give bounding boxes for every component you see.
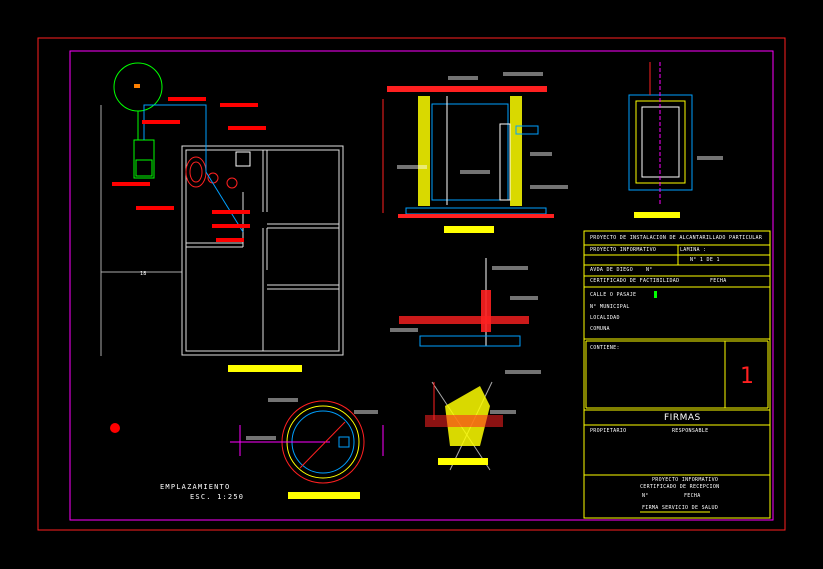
- site-plan-labels: [112, 97, 266, 242]
- sheet-number: N° 1 DE 1: [690, 257, 720, 263]
- project-footer: PROYECTO INFORMATIVO: [652, 477, 719, 483]
- outer-border: [37, 37, 786, 531]
- sheet-big-number: 1: [740, 364, 754, 389]
- contents-label: CONTIENE:: [590, 345, 620, 351]
- inspection-detail: [399, 258, 529, 471]
- inner-border: [69, 50, 774, 521]
- commune-label: COMUNA: [590, 326, 610, 332]
- date-field: FECHA: [684, 493, 701, 499]
- plan-title-bar: [634, 212, 680, 218]
- detail-title-bar: [438, 458, 488, 465]
- signatures-title: FIRMAS: [664, 413, 701, 423]
- tank-title-bar: [288, 492, 360, 499]
- site-plan-title-bar: [228, 365, 302, 372]
- municipal-label: N° MUNICIPAL: [590, 304, 630, 310]
- section-title-bar: [444, 226, 494, 233]
- certificate: CERTIFICADO DE FACTIBILIDAD: [590, 278, 680, 284]
- responsible-label: RESPONSABLE: [672, 428, 709, 434]
- site-plan-scale: ESC. 1:250: [190, 493, 245, 501]
- health-service-stamp: FIRMA SERVICIO DE SALUD: [642, 505, 719, 511]
- chamber-plan: [628, 62, 693, 205]
- number-label: N°: [646, 267, 653, 273]
- sheet-label: LAMINA :: [680, 247, 707, 253]
- owner-label: PROPIETARIO: [590, 428, 627, 434]
- number-field: N°: [642, 493, 649, 499]
- project-title: PROYECTO DE INSTALACION DE ALCANTARILLAD…: [590, 235, 763, 241]
- date-label: FECHA: [710, 278, 727, 284]
- project-footer-sub: CERTIFICADO DE RECEPCION: [640, 484, 720, 490]
- street-label: CALLE O PASAJE: [590, 292, 637, 298]
- site-plan-dimension: 18: [140, 271, 147, 277]
- avenue: AVDA DE DIEGO: [590, 267, 634, 273]
- project-type: PROYECTO INFORMATIVO: [590, 247, 657, 253]
- site-plan-title: EMPLAZAMIENTO: [160, 483, 231, 491]
- section-detail: [382, 86, 554, 218]
- title-block: [583, 230, 771, 519]
- septic-tank: [133, 139, 155, 179]
- locality-label: LOCALIDAD: [590, 315, 620, 321]
- circular-tank-plan: [230, 400, 384, 484]
- site-plan: [100, 105, 344, 356]
- north-arrow: [110, 423, 120, 433]
